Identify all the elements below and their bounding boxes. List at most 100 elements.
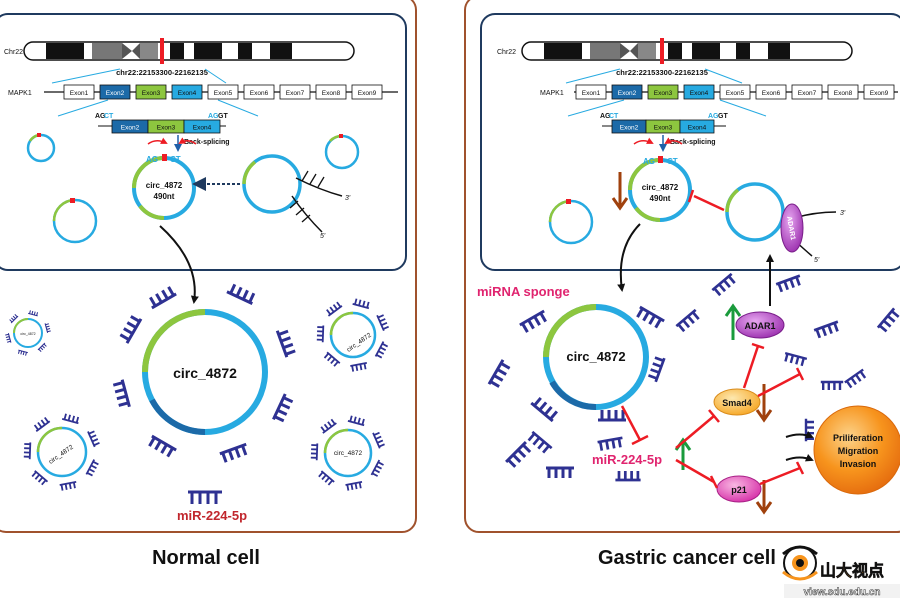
backsplicing-label-gc: Back-splicing [670,139,716,146]
exon-label-2: Exon2 [618,90,637,97]
sponge-mirna-2 [44,323,51,333]
sponge-mirna-4 [17,349,28,356]
junction-ct-gc: CT [667,157,678,166]
mir224-inhibits-p21 [675,458,719,489]
free-mirna-11 [648,356,666,383]
sponge-mirna-9 [374,341,389,359]
free-mirna-normal [188,490,222,504]
sponge-mirna-24 [345,481,363,491]
gastric-cell-outer-border [464,0,900,533]
sponge-mirna-6 [9,313,19,324]
normal-cell-nucleus-box [0,13,407,271]
outcome-node [813,405,900,495]
exon-label-3: Exon3 [142,90,161,97]
exon-box-3 [135,84,167,100]
sponge-mirna-16 [85,459,99,477]
sponge-mirna-20 [33,416,51,432]
up-arrow-adar1 [724,303,742,340]
smad4-label: Smad4 [722,398,752,408]
three-prime-end: 3' [345,195,351,202]
exon-label-6: Exon6 [762,90,781,97]
locus-coordinates: chr22:22153300-22162135 [116,68,208,77]
outcome-arrow-1 [785,431,814,439]
splice-site-gt-right-gc: GT [718,113,728,120]
chromosome-label-gc: Chr22 [497,49,516,56]
sponge-mirna-22 [372,431,385,449]
circ-4872-cytoplasmic-large: circ_4872 [142,309,268,435]
free-mirna-16 [876,307,900,333]
bound-mirna-8 [119,315,143,344]
free-mirna-12 [675,308,700,333]
exon-box-2 [99,84,131,100]
exon-box-5 [719,84,751,100]
free-mirna-19 [844,368,867,389]
free-mirna-10 [527,430,553,454]
down-arrow-circ-nuclear [611,172,629,211]
free-mirna-5 [487,359,511,388]
exon-box-4 [171,84,203,100]
gastric-cancer-cell-panel: Chr22 chr22:22153300-22162135 MAPK1 Exon… [464,0,900,533]
sponge-mirna-23 [370,459,384,477]
sponge-mirna-1 [28,310,39,317]
sponge-mirna-7 [352,298,370,310]
small-sponge-3: circ_4872 [36,426,88,478]
splice-site-gt-right: GT [218,113,228,120]
exon-label-2: Exon2 [106,90,125,97]
free-mirna-18 [784,351,808,367]
small-sponge-2: circ_4872 [329,311,377,359]
small-sponge-mirnas [5,298,389,491]
small-sponge-1: circ_4872 [13,318,43,348]
adar1-node [735,311,785,339]
exon-box-9 [863,84,895,100]
exon-label-8: Exon8 [322,90,341,97]
circ-4872-small-nuclear: AG CT circ_4872 490nt [132,154,196,220]
locus-marker-gc [660,38,664,64]
sponge-mirna-13 [326,301,343,317]
splice-site-ct-left-gc: CT [609,113,619,120]
bound-mirna-7 [112,379,131,408]
bound-mirna-6 [148,434,177,458]
outcome-line-2: Migration [838,446,879,456]
free-mirna-4 [598,410,626,422]
splice-site-ag-right: AG [208,113,219,120]
p21-label: p21 [731,485,747,495]
circ-length: 490nt [154,192,175,201]
watermark-logo: 山大视点 view.sdu.edu.cn [782,545,900,598]
normal-cell-outer-border [0,0,417,533]
big-circ-label-gc: circ_4872 [566,349,625,364]
free-mirna-2 [636,305,665,329]
normal-cell-panel: Chr22 chr22:22153300-22162135 MAPK1 Exon… [0,0,417,533]
free-mirna-15 [813,320,839,339]
mir224-inhibits-smad4 [675,409,720,449]
spliced-exon-label-3: Exon3 [654,125,673,132]
export-arrow-gc [617,223,641,292]
spliced-exon-label-4: Exon4 [193,125,212,132]
exon-box-5 [207,84,239,100]
free-mirna-9 [597,436,623,451]
sponge-mirna-8 [376,314,389,332]
exon-box-4 [683,84,715,100]
down-arrow-p21 [755,480,773,515]
splice-site-ct-left: CT [104,113,114,120]
sponge-mirna-25 [318,470,335,486]
exon-label-7: Exon7 [286,90,305,97]
chromosome-22-gc: Chr22 [497,38,853,64]
free-mirna-7 [546,466,574,478]
caption-gastric-cancer-cell: Gastric cancer cell [598,547,776,569]
exon-label-9: Exon9 [870,90,889,97]
down-arrow-smad4 [755,384,773,423]
spliced-exon-label-3: Exon3 [157,125,176,132]
sponge-mirna-21 [347,415,365,427]
exon-label-8: Exon8 [834,90,853,97]
nuclear-circrna-gc [548,199,594,245]
exon-box-6 [243,84,275,100]
pre-mrna-adar1-complex: 3' 5' ADAR1 [725,182,846,264]
splice-site-ag-left-gc: AG [600,113,611,120]
exon-box-3 [647,84,679,100]
splice-site-ag-right-gc: AG [708,113,719,120]
